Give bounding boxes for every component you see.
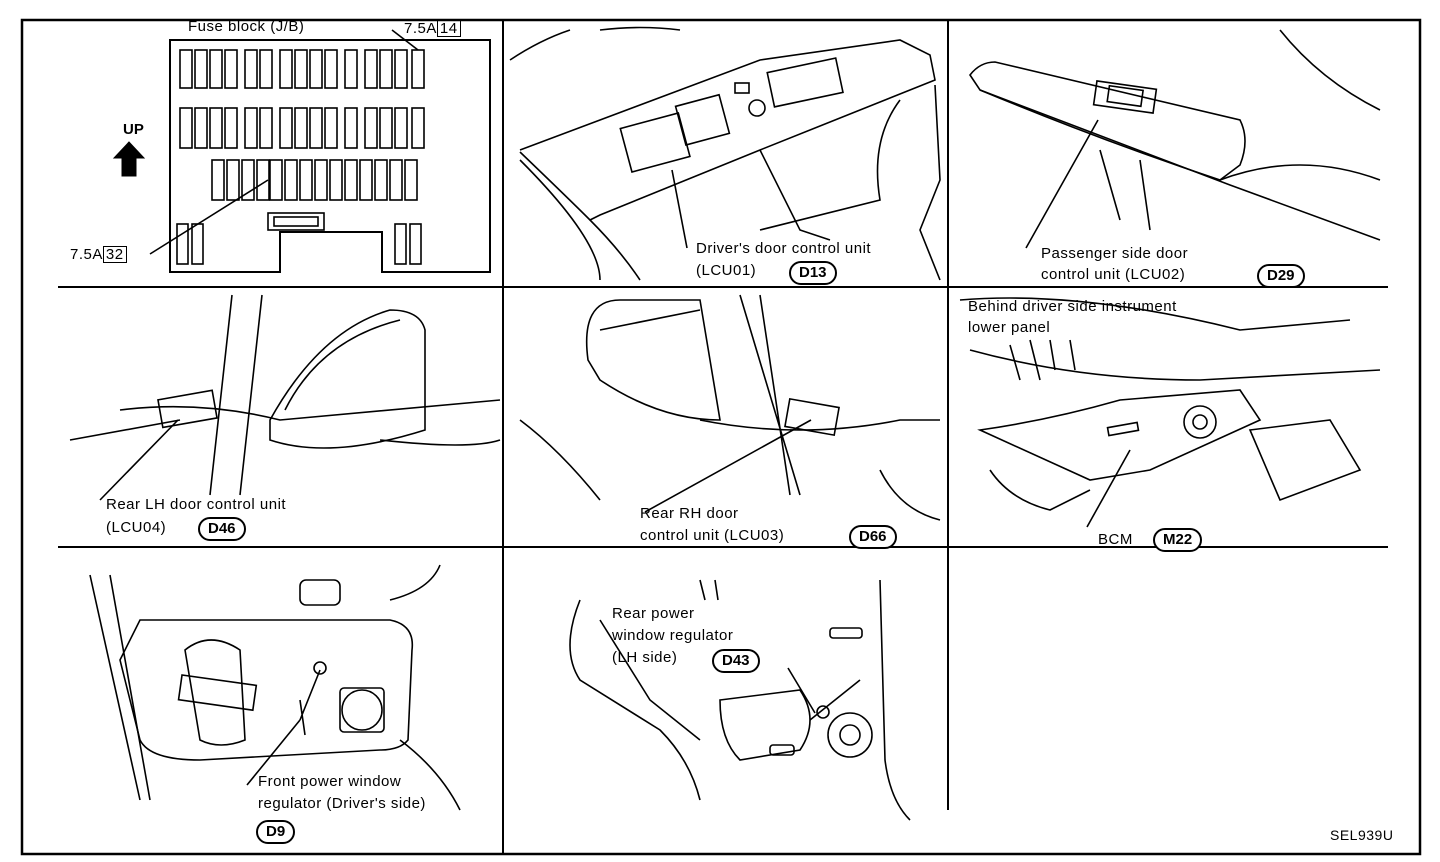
rear-regulator-label-line1: Rear power — [612, 605, 695, 622]
fuse-slot — [324, 49, 338, 89]
rear-lh-door-illustration — [69, 294, 501, 501]
rear-regulator-illustration — [569, 579, 911, 821]
fuse-slot — [179, 107, 193, 149]
connector-d13: D13 — [789, 261, 837, 285]
driver-door-illustration — [509, 26, 941, 281]
connector-d66: D66 — [849, 525, 897, 549]
fuse-slot — [411, 107, 425, 149]
fuse-slot — [374, 159, 388, 201]
fuse-slot — [294, 49, 308, 89]
connector-d9: D9 — [256, 820, 296, 844]
fuse-slot — [324, 107, 338, 149]
fuse-slot — [314, 159, 328, 201]
fuse-slot — [344, 49, 358, 89]
rear-rh-door-label-line1: Rear RH door — [640, 505, 739, 522]
figure-code: SEL939U — [1330, 827, 1394, 843]
bcm-label: BCM — [1098, 531, 1133, 548]
passenger-door-illustration — [969, 29, 1381, 249]
fuse-slot — [394, 49, 408, 89]
fuse-slot — [294, 107, 308, 149]
fuse-block-illustration — [112, 29, 491, 273]
up-label: UP — [123, 121, 144, 138]
rear-regulator-label-line3: (LH side) — [612, 649, 678, 666]
fuse-slot — [179, 49, 193, 89]
outer-frame — [20, 18, 1422, 856]
rear-rh-door-label-line2: control unit (LCU03) — [640, 527, 785, 544]
bcm-location-line1: Behind driver side instrument — [968, 298, 1177, 315]
bcm-illustration — [959, 297, 1381, 528]
fuse-slot — [209, 107, 223, 149]
fuse-slot — [364, 107, 378, 149]
connector-d46: D46 — [198, 517, 246, 541]
fuse-slot — [359, 159, 373, 201]
rear-lh-door-label-line1: Rear LH door control unit — [106, 496, 287, 513]
fuse-slot — [344, 107, 358, 149]
fuse-slot — [284, 159, 298, 201]
fuse-slot — [309, 49, 323, 89]
front-regulator-label-line1: Front power window — [258, 773, 402, 790]
front-regulator-label-line2: regulator (Driver's side) — [258, 795, 426, 812]
fuse-slot — [259, 107, 273, 149]
fuse-slot — [309, 107, 323, 149]
fuse-slot — [209, 49, 223, 89]
fuse-slot — [224, 49, 238, 89]
fuse-slot — [364, 49, 378, 89]
fuse-bottom-rating: 7.5A — [70, 246, 103, 263]
fuse-slot — [211, 159, 225, 201]
fuse-slot — [379, 107, 393, 149]
fuse-slot — [379, 49, 393, 89]
fuse-slot — [411, 49, 425, 89]
fuse-slot — [279, 49, 293, 89]
driver-door-label-line2: (LCU01) — [696, 262, 757, 279]
bcm-location-line2: lower panel — [968, 319, 1051, 336]
passenger-door-label-line1: Passenger side door — [1041, 245, 1189, 262]
fuse-slot — [241, 159, 255, 201]
fuse-block-title: Fuse block (J/B) — [188, 18, 305, 35]
fuse-slot — [299, 159, 313, 201]
fuse-slot — [224, 107, 238, 149]
driver-door-label-line1: Driver's door control unit — [696, 240, 872, 257]
fuse-slot — [329, 159, 343, 201]
fuse-slot — [389, 159, 403, 201]
fuse-slot — [244, 49, 258, 89]
rear-lh-door-label-line2: (LCU04) — [106, 519, 167, 536]
fuse-slot — [244, 107, 258, 149]
fuse-bottom-number: 32 — [102, 246, 127, 263]
fuse-slot — [279, 107, 293, 149]
connector-d43: D43 — [712, 649, 760, 673]
connector-m22: M22 — [1153, 528, 1203, 552]
fuse-slot — [256, 159, 270, 201]
passenger-door-label-line2: control unit (LCU02) — [1041, 266, 1186, 283]
fuse-top-rating: 7.5A — [404, 20, 437, 37]
fuse-slot — [269, 159, 283, 201]
fuse-slot — [259, 49, 273, 89]
rear-regulator-label-line2: window regulator — [612, 627, 734, 644]
fuse-slot — [344, 159, 358, 201]
fuse-slot — [194, 49, 208, 89]
rear-rh-door-illustration — [519, 294, 941, 521]
fuse-slot — [404, 159, 418, 201]
fuse-top-number: 14 — [436, 20, 461, 37]
fuse-slot — [394, 107, 408, 149]
fuse-slot — [226, 159, 240, 201]
front-regulator-illustration — [89, 564, 461, 811]
fuse-slot — [194, 107, 208, 149]
connector-d29: D29 — [1257, 264, 1305, 288]
